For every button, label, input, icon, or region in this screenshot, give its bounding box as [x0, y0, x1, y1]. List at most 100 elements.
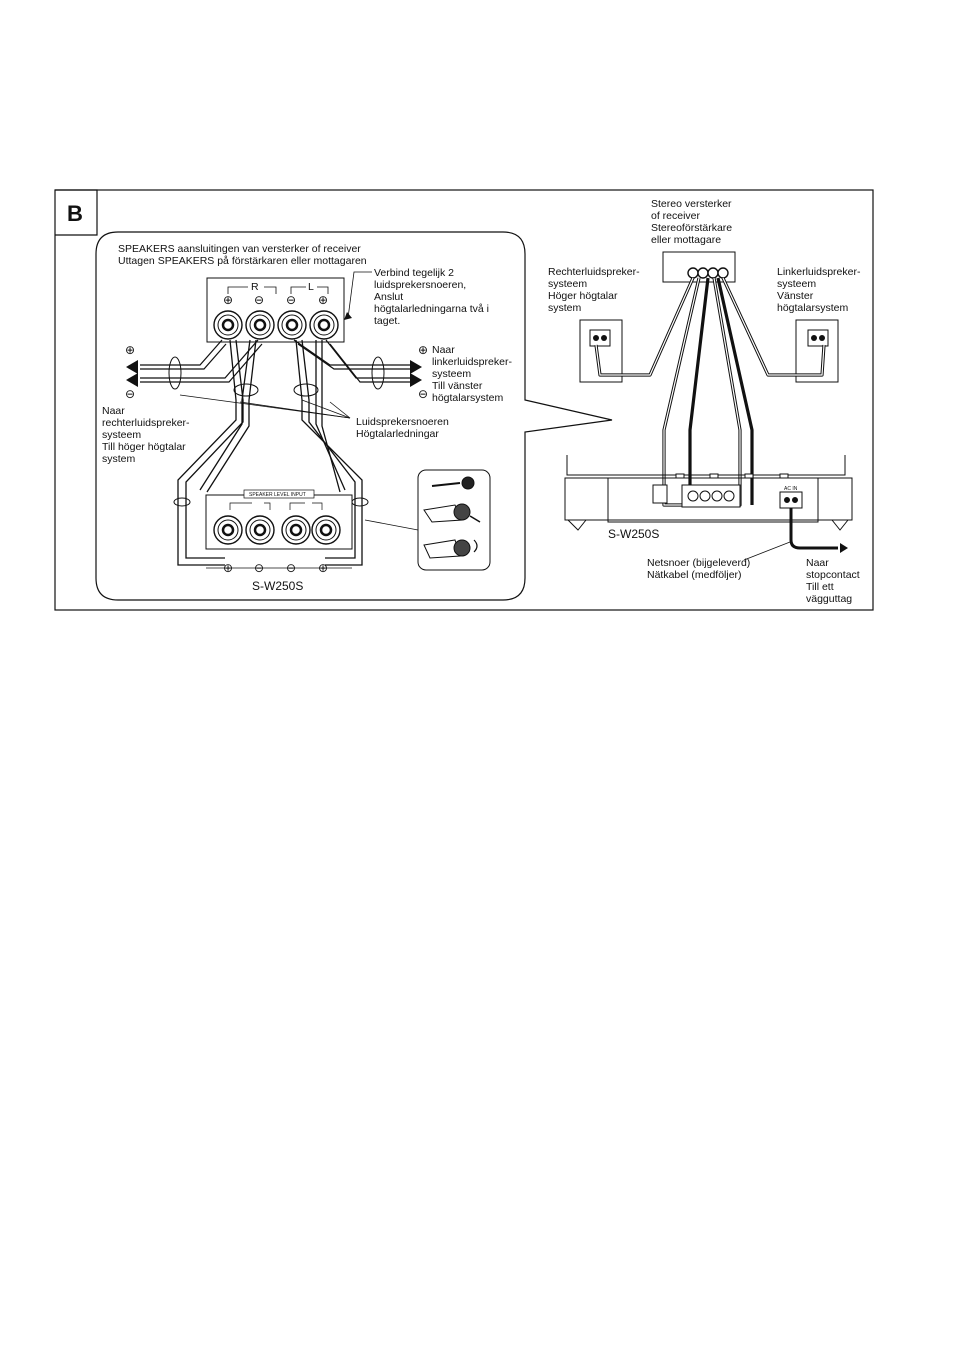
- cord-bundle-marker-left: [233, 383, 259, 397]
- amp-label-line: of receiver: [651, 210, 701, 222]
- right-speaker-line: systeem: [548, 278, 587, 290]
- cords-note-line: Högtalarledningar: [356, 428, 439, 440]
- left-speaker-label: Linkerluidspreker- systeem Vänster högta…: [777, 266, 861, 314]
- right-speaker-note-line: Naar: [432, 344, 455, 356]
- left-speaker-note-line: rechterluidspreker-: [102, 417, 190, 429]
- amp-r-plus-symbol: ⊕: [223, 293, 233, 307]
- left-speaker-line: Vänster: [777, 290, 814, 302]
- right-plus-symbol: ⊕: [418, 343, 428, 357]
- connect-note-line: luidsprekersnoeren,: [374, 279, 466, 291]
- left-speaker-note-line: Naar: [102, 405, 125, 417]
- outlet-line: Till ett: [806, 581, 834, 593]
- connect-note-pointer: [347, 271, 372, 319]
- power-cord-label: Netsnoer (bijgeleverd) Nätkabel (medfölj…: [647, 557, 750, 581]
- subwoofer-binding-posts: [213, 515, 341, 545]
- cords-note-pointers: [179, 394, 351, 419]
- right-speaker-note-line: systeem: [432, 368, 471, 380]
- left-speaker-line: systeem: [777, 278, 816, 290]
- left-speaker-note-line: Till höger högtalar: [102, 441, 186, 453]
- figure-frame: [54, 189, 874, 611]
- right-minus-symbol: ⊖: [418, 387, 428, 401]
- outlet-label: Naar stopcontact Till ett vägguttag: [806, 557, 860, 605]
- detail-header-line1: SPEAKERS aansluitingen van versterker of…: [118, 243, 361, 255]
- amp-r-minus-symbol: ⊖: [254, 293, 264, 307]
- right-speaker-post: [601, 335, 607, 341]
- left-speaker-box: [795, 319, 839, 383]
- twist-marker-left: [168, 356, 182, 390]
- right-speaker-line: Höger högtalar: [548, 290, 618, 302]
- amp-label-line: Stereoförstärkare: [651, 222, 732, 234]
- cords-note: Luidsprekersnoeren Högtalarledningar: [356, 416, 449, 440]
- outlet-line: stopcontact: [806, 569, 860, 581]
- subwoofer-rear-details: [652, 473, 803, 509]
- inset-pointer: [364, 519, 419, 531]
- left-plus-symbol: ⊕: [125, 343, 135, 357]
- terminal-label-l: L: [308, 281, 314, 293]
- left-speaker-line: högtalarsystem: [777, 302, 848, 314]
- right-speaker-note-line: Till vänster: [432, 380, 483, 392]
- right-speaker-terminal: [589, 329, 611, 347]
- connect-note-line: Verbind tegelijk 2: [374, 267, 454, 279]
- sub-cord-marker-right: [351, 497, 369, 507]
- left-speaker-post: [811, 335, 817, 341]
- sub-polarity-4: ⊕: [318, 561, 328, 575]
- power-cord-pointer: [743, 541, 791, 561]
- power-cord-line: Netsnoer (bijgeleverd): [647, 557, 750, 569]
- sub-polarity-2: ⊖: [254, 561, 264, 575]
- wire-arrow-right-minus: [410, 373, 422, 387]
- input-panel-label-box: [243, 489, 315, 499]
- terminal-bracket-l: [290, 286, 329, 294]
- amp-label-line: Stereo versterker: [651, 198, 732, 210]
- sub-cord-marker-left: [173, 497, 191, 507]
- connect-note-line: taget.: [374, 315, 400, 327]
- right-speaker-note-line: högtalarsystem: [432, 392, 503, 404]
- wire-arrow-right-plus: [410, 360, 422, 374]
- figure-label: B: [67, 201, 83, 226]
- connect-note-line: Anslut: [374, 291, 403, 303]
- twist-marker-right: [371, 356, 385, 390]
- amp-l-minus-symbol: ⊖: [286, 293, 296, 307]
- amp-binding-posts: [213, 310, 339, 340]
- overview-speaker-wires-inner: [595, 277, 825, 376]
- input-bracket-r: [229, 502, 271, 510]
- wire-arrow-left-plus: [126, 360, 138, 374]
- cord-bundle-marker-right: [293, 383, 319, 397]
- right-speaker-note-line: linkerluidspreker-: [432, 356, 512, 368]
- detail-header-line2: Uttagen SPEAKERS på förstärkaren eller m…: [118, 255, 367, 267]
- connect-note-arrowhead: [344, 312, 352, 320]
- left-speaker-note-line: system: [102, 453, 136, 465]
- amp-l-plus-symbol: ⊕: [318, 293, 328, 307]
- amplifier-label: Stereo versterker of receiver Stereoförs…: [651, 198, 732, 246]
- figure-label-box: [55, 189, 98, 236]
- wire-arrow-left-minus: [126, 373, 138, 387]
- left-speaker-note: Naar rechterluidspreker- systeem Till hö…: [102, 405, 190, 465]
- outlet-line: Naar: [806, 557, 829, 569]
- speaker-cords-to-subwoofer: [177, 339, 363, 566]
- left-speaker-note-line: systeem: [102, 429, 141, 441]
- right-speaker-note: Naar linkerluidspreker- systeem Till vän…: [432, 344, 512, 404]
- left-speaker-terminal: [807, 329, 829, 347]
- connect-note-line: högtalarledningarna två i: [374, 303, 489, 315]
- connect-note: Verbind tegelijk 2 luidsprekersnoeren, A…: [374, 267, 489, 327]
- sub-polarity-1: ⊕: [223, 561, 233, 575]
- detail-model-label: S-W250S: [252, 579, 303, 593]
- terminal-twist-icon: [423, 476, 481, 559]
- amp-label-line: eller mottagare: [651, 234, 721, 246]
- left-speaker-line: Linkerluidspreker-: [777, 266, 861, 278]
- ac-inlet-label: AC IN: [784, 486, 798, 492]
- left-minus-symbol: ⊖: [125, 387, 135, 401]
- detail-callout-bubble: [95, 231, 613, 601]
- left-speaker-post: [819, 335, 825, 341]
- input-bracket-l: [289, 502, 323, 510]
- right-speaker-line: system: [548, 302, 582, 314]
- outlet-line: vägguttag: [806, 593, 852, 605]
- power-cord-arrow: [840, 543, 848, 553]
- overview-model-label: S-W250S: [608, 527, 659, 541]
- subwoofer-cabinet: [564, 455, 853, 531]
- cords-note-line: Luidsprekersnoeren: [356, 416, 449, 428]
- right-speaker-post: [593, 335, 599, 341]
- terminal-bracket-r: [227, 286, 277, 294]
- overview-sub-wires-inner: [663, 277, 741, 506]
- right-speaker-line: Rechterluidspreker-: [548, 266, 640, 278]
